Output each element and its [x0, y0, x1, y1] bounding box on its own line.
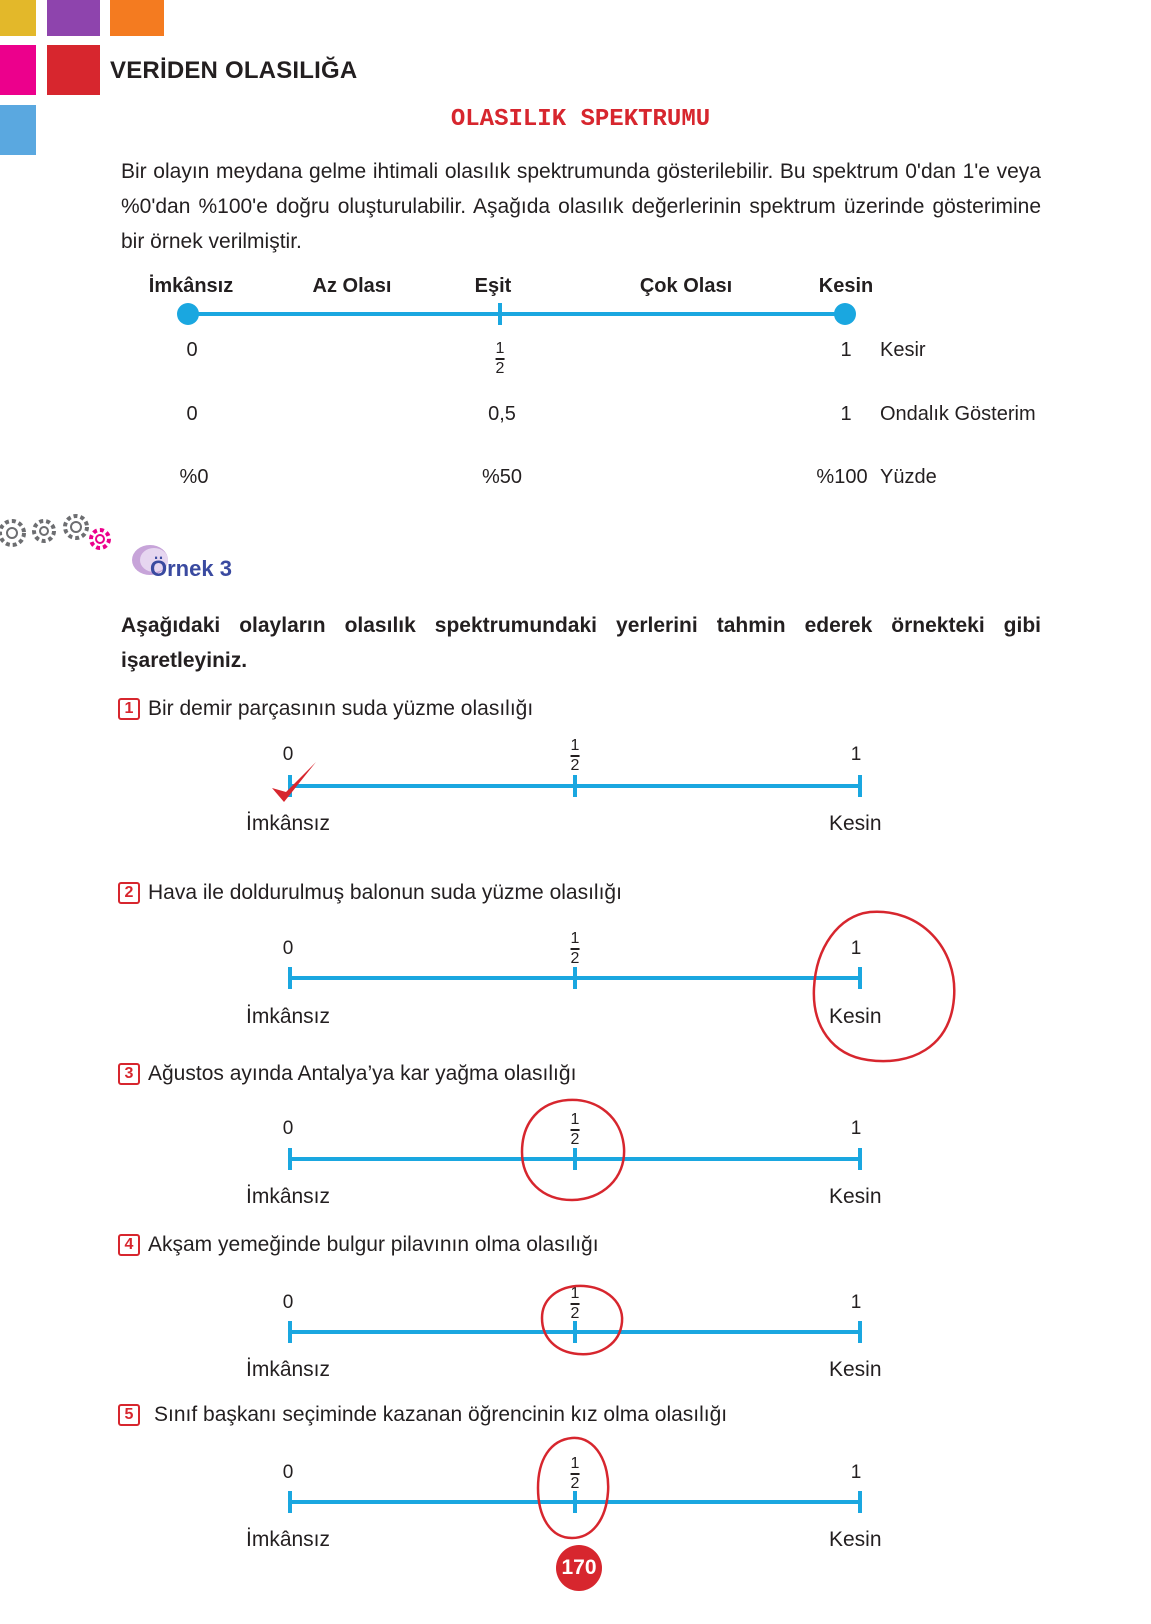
answer-circle-4 [540, 1284, 624, 1356]
nl5-left-label: İmkânsız [246, 1528, 331, 1551]
task-instruction: Aşağıdaki olayların olasılık spektrumund… [121, 614, 1041, 672]
decor-square-red [47, 45, 100, 95]
number-line-1 [288, 775, 862, 797]
fraction-left: 0 [186, 339, 198, 361]
question-number: 2 [118, 882, 140, 904]
question-text: Hava ile doldurulmuş balonun suda yüzme … [148, 881, 622, 904]
nl5-one: 1 [850, 1462, 862, 1483]
fraction-row-label: Kesir [880, 339, 926, 361]
spectrum-line [177, 303, 856, 325]
gears-icon [0, 514, 111, 550]
nl4-one: 1 [850, 1292, 862, 1313]
question-4: 4 Akşam yemeğinde bulgur pilavının olma … [118, 1233, 599, 1257]
nl3-left-label: İmkânsız [246, 1185, 331, 1208]
number-line-4 [288, 1321, 862, 1343]
question-number: 3 [118, 1063, 140, 1085]
spectrum-heading-even: Eşit [474, 275, 512, 297]
nl1-left-label: İmkânsız [246, 812, 331, 835]
decor-square-purple [47, 0, 100, 36]
answer-circle-5 [536, 1436, 610, 1540]
intro-paragraph: Bir olayın meydana gelme ihtimali olasıl… [121, 160, 1041, 253]
decimal-mid: 0,5 [488, 403, 516, 425]
percent-mid: %50 [481, 466, 523, 488]
nl2-zero: 0 [282, 938, 294, 959]
nl2-right-label: Kesin [829, 1005, 882, 1028]
question-text: Ağustos ayında Antalya’ya kar yağma olas… [148, 1062, 577, 1085]
question-text: Bir demir parçasının suda yüzme olasılığ… [148, 697, 534, 720]
answer-circle-3 [520, 1098, 626, 1202]
example-badge-icon [132, 545, 168, 575]
spectrum-heading-unlikely: Az Olası [312, 275, 392, 297]
nl1-zero: 0 [282, 744, 294, 765]
decimal-right: 1 [840, 403, 852, 425]
question-text: Sınıf başkanı seçiminde kazanan öğrencin… [154, 1403, 728, 1426]
spectrum-heading-likely: Çok Olası [639, 275, 733, 297]
nl3-right-label: Kesin [829, 1185, 882, 1208]
question-1: 1 Bir demir parçasının suda yüzme olasıl… [118, 697, 533, 721]
decor-square-pink [0, 45, 36, 95]
decimal-row-label: Ondalık Gösterim [880, 403, 1036, 425]
nl3-one: 1 [850, 1118, 862, 1139]
question-2: 2 Hava ile doldurulmuş balonun suda yüzm… [118, 881, 622, 905]
number-line-5 [288, 1491, 862, 1513]
percent-row-label: Yüzde [880, 466, 937, 488]
number-line-3 [288, 1148, 862, 1170]
nl5-zero: 0 [282, 1462, 294, 1483]
nl2-left-label: İmkânsız [246, 1005, 331, 1028]
question-number: 5 [118, 1404, 140, 1426]
decor-square-yellow [0, 0, 36, 36]
decor-square-sky [0, 105, 36, 155]
nl1-right-label: Kesin [829, 812, 882, 835]
page-number: 170 [556, 1545, 602, 1591]
example-label: Örnek 3 [150, 556, 232, 581]
answer-circle-2 [812, 910, 956, 1063]
nl2-one: 1 [850, 938, 862, 959]
section-title: OLASILIK SPEKTRUMU [450, 106, 711, 133]
chapter-title: VERİDEN OLASILIĞA [110, 57, 358, 84]
checkmark-icon [272, 762, 316, 802]
question-number: 4 [118, 1234, 140, 1256]
nl5-right-label: Kesin [829, 1528, 882, 1551]
question-text: Akşam yemeğinde bulgur pilavının olma ol… [148, 1233, 599, 1256]
decimal-left: 0 [186, 403, 198, 425]
spectrum-heading-impossible: İmkânsız [148, 275, 234, 297]
nl3-zero: 0 [282, 1118, 294, 1139]
question-3: 3 Ağustos ayında Antalya’ya kar yağma ol… [118, 1062, 576, 1086]
fraction-right: 1 [840, 339, 852, 361]
nl4-left-label: İmkânsız [246, 1358, 331, 1381]
percent-left: %0 [179, 466, 209, 488]
number-line-2 [288, 967, 862, 989]
question-number: 1 [118, 698, 140, 720]
nl4-zero: 0 [282, 1292, 294, 1313]
question-5: 5 Sınıf başkanı seçiminde kazanan öğrenc… [118, 1403, 727, 1427]
decor-square-orange [110, 0, 164, 36]
nl4-right-label: Kesin [829, 1358, 882, 1381]
spectrum-heading-certain: Kesin [818, 275, 874, 297]
nl1-one: 1 [850, 744, 862, 765]
percent-right: %100 [816, 466, 868, 488]
